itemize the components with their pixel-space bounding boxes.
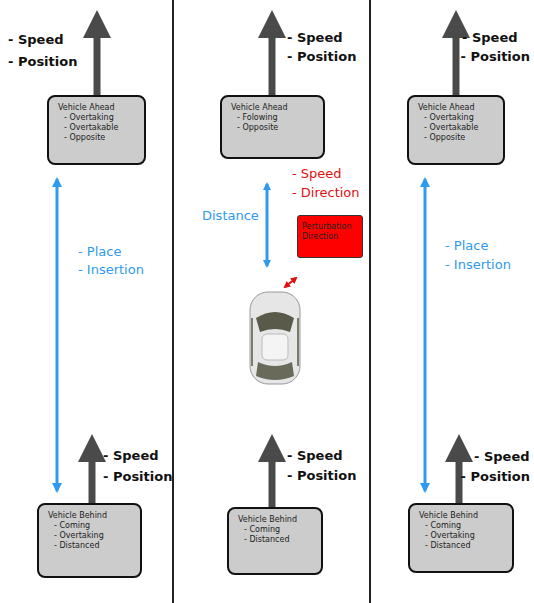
state-label: - Position (461, 49, 530, 64)
box-heading: Vehicle Behind (48, 511, 135, 521)
gap-label: - Place (78, 244, 121, 259)
state-label: - Position (287, 49, 356, 64)
gap-label: - Insertion (78, 262, 144, 277)
box-item: - Overtakable (418, 123, 498, 133)
state-label: - Speed (287, 448, 343, 463)
box-item: - Opposite (231, 123, 318, 133)
vehicle-box: Vehicle Behind- Coming- Overtaking- Dist… (37, 503, 142, 578)
state-label: - Speed (8, 32, 64, 47)
box-heading: Vehicle Ahead (231, 103, 318, 113)
perturbation-label: - Speed (292, 166, 342, 181)
box-item: - Distanced (419, 541, 507, 551)
box-item: - Opposite (418, 133, 498, 143)
box-item: - Opposite (58, 133, 139, 143)
gap-arrow (56, 179, 59, 491)
gap-label: Distance (202, 208, 259, 223)
gap-arrow (424, 179, 427, 491)
state-label: - Position (8, 54, 77, 69)
vehicle-box: Vehicle Ahead- Overtaking- Overtakable- … (407, 95, 505, 165)
perturbation-label: - Direction (292, 185, 360, 200)
state-label: - Speed (462, 30, 518, 45)
box-heading: Vehicle Ahead (58, 103, 139, 113)
state-label: - Position (461, 469, 530, 484)
vehicle-box: Vehicle Behind- Coming- Distanced (227, 507, 323, 575)
state-label: - Position (287, 468, 356, 483)
perturbation-box: Perturbation Direction (297, 215, 363, 258)
box-item: - Coming (419, 521, 507, 531)
box-item: - Distanced (48, 541, 135, 551)
gap-label: - Place (445, 238, 488, 253)
box-heading: Perturbation Direction (302, 222, 358, 242)
state-label: - Position (103, 469, 172, 484)
state-label: - Speed (103, 448, 159, 463)
box-item: - Overtaking (58, 113, 139, 123)
vehicle-box: Vehicle Ahead- Overtaking- Overtakable- … (47, 95, 146, 165)
box-item: - Overtaking (418, 113, 498, 123)
state-label: - Speed (287, 30, 343, 45)
vehicle-box: Vehicle Behind- Coming- Overtaking- Dist… (408, 503, 514, 573)
box-item: - Overtakable (58, 123, 139, 133)
box-item: - Overtaking (48, 531, 135, 541)
gap-label: - Insertion (445, 257, 511, 272)
box-item: - Folowing (231, 113, 318, 123)
box-heading: Vehicle Ahead (418, 103, 498, 113)
box-heading: Vehicle Behind (238, 515, 316, 525)
box-item: - Distanced (238, 535, 316, 545)
box-item: - Overtaking (419, 531, 507, 541)
box-heading: Vehicle Behind (419, 511, 507, 521)
box-item: - Coming (238, 525, 316, 535)
box-item: - Coming (48, 521, 135, 531)
vehicle-box: Vehicle Ahead- Folowing- Opposite (220, 95, 325, 159)
state-label: - Speed (474, 449, 530, 464)
